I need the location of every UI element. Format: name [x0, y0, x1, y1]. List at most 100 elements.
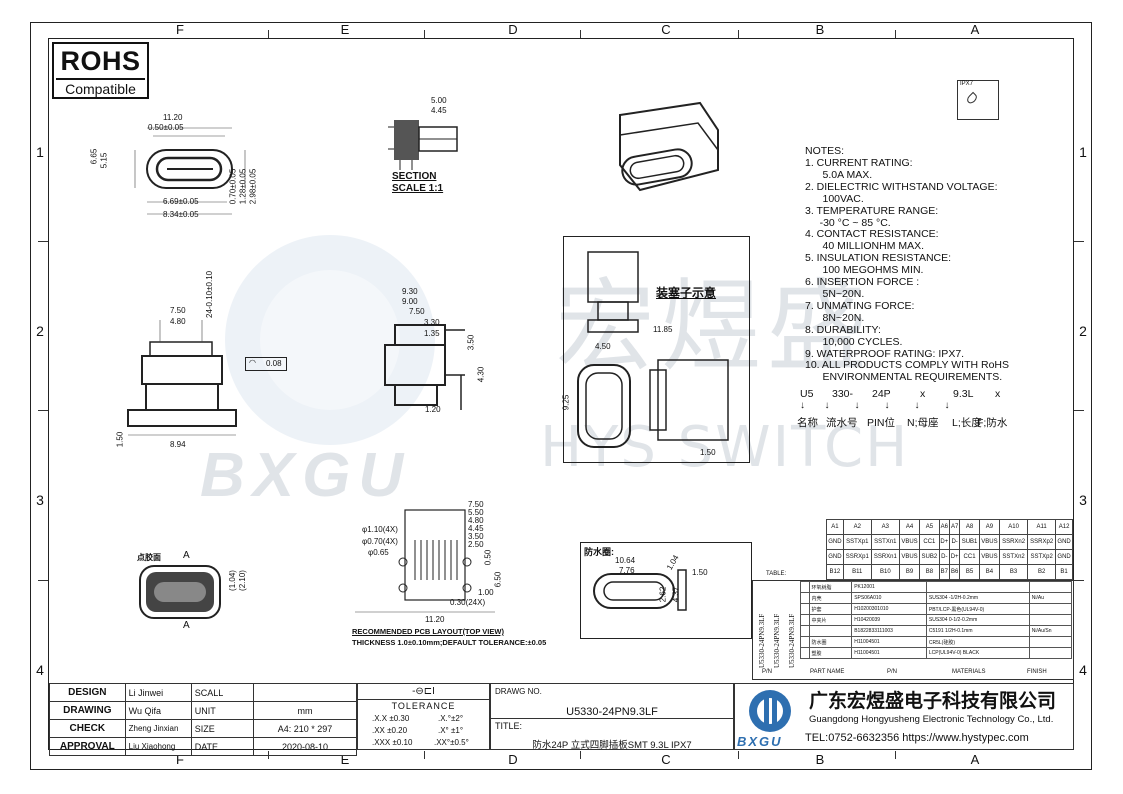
- zone-col-label: B: [815, 22, 825, 37]
- waterproof-ring-drawing: [593, 569, 687, 611]
- dim-label: 0.70±0.05: [228, 168, 238, 205]
- dim-label: 3.30: [424, 318, 440, 327]
- table-cell: B2: [1027, 564, 1057, 580]
- table-cell: SSRXp2: [1027, 534, 1057, 550]
- note-line: 9. WATERPROOF RATING: IPX7.: [805, 347, 965, 360]
- pcb-label: RECOMMENDED PCB LAYOUT(TOP VIEW): [352, 627, 504, 636]
- size-label: SIZE: [190, 719, 255, 738]
- drawing-name: Wu Qifa: [124, 701, 192, 720]
- notes-heading: NOTES:: [805, 145, 845, 157]
- dim-label: 3.50: [468, 532, 484, 541]
- dim-label: 3.50: [466, 334, 476, 351]
- table-cell: B5: [959, 564, 980, 580]
- note-line: 2. DIELECTRIC WITHSTAND VOLTAGE:: [805, 180, 998, 193]
- table-cell: [800, 614, 810, 626]
- table-cell: [800, 625, 810, 637]
- dim-label: 7.50: [170, 306, 186, 315]
- dim-label: 7.50: [468, 500, 484, 509]
- ipx-icon: IPX7: [957, 80, 999, 120]
- table-cell: [925, 581, 1030, 593]
- table-cell: GND: [826, 549, 844, 565]
- table-cell: B4: [978, 564, 1001, 580]
- drawing-no: U5330-24PN9.3LF: [566, 706, 658, 718]
- dim-label: 8.34±0.05: [163, 210, 199, 219]
- bom-side-label: U5330-24PN9.3LF: [758, 613, 766, 668]
- tolerance-value: .XX°±0.5°: [434, 738, 469, 747]
- section-mark: A: [183, 620, 190, 631]
- date-label: DATE: [190, 737, 255, 756]
- zone-col-label: E: [340, 752, 350, 767]
- table-cell: SPS06A010: [851, 592, 927, 604]
- table-cell: SSRXn2: [999, 534, 1029, 550]
- approval-label: APPROVAL: [49, 737, 126, 756]
- date-value: 2020-08-10: [253, 737, 357, 756]
- tolerance-value: .X.X ±0.30: [372, 714, 410, 723]
- table-cell: B6: [948, 564, 961, 580]
- table-cell: [1028, 647, 1073, 659]
- table-cell: D-: [948, 534, 961, 550]
- top-view-drawing: [134, 127, 246, 215]
- table-cell: B12: [826, 564, 844, 580]
- dim-label: 4.80: [468, 516, 484, 525]
- dim-label: 4.45: [468, 524, 484, 533]
- table-cell: A5: [919, 519, 940, 535]
- company-contact: TEL:0752-6632356 https://www.hystypec.co…: [805, 732, 1029, 744]
- table-cell: B3: [999, 564, 1029, 580]
- note-line: -30 °C ~ 85 °C.: [805, 216, 891, 229]
- table-cell: SUS304 0-1/2-0.2mm: [925, 614, 1030, 626]
- dim-label: 24-0.10±0.10: [205, 270, 214, 318]
- table-cell: Ni/Au: [1028, 592, 1073, 604]
- table-cell: A11: [1027, 519, 1057, 535]
- dim-label: 1.50: [700, 448, 716, 457]
- plug-illustration-box: [563, 236, 750, 463]
- dim-label: (2.10): [237, 570, 247, 591]
- table-cell: 防水圈: [808, 636, 853, 648]
- table-cell: SSRXp1: [842, 549, 872, 565]
- bom-footer-cell: FINISH: [1027, 669, 1047, 675]
- bom-side-label: U5330-24PN9.3LF: [773, 613, 781, 668]
- zone-col-label: C: [661, 22, 671, 37]
- zone-row-label: 2: [1079, 323, 1087, 339]
- table-cell: H10420039: [851, 614, 927, 626]
- dim-label: 5.00: [431, 96, 447, 105]
- company-logo-text: BXGU: [737, 734, 783, 749]
- pcb-thickness: THICKNESS 1.0±0.10mm;DEFAULT TOLERANCE:±…: [352, 638, 547, 647]
- side-view-drawing: [384, 324, 465, 410]
- table-cell: C5191 1/2H-0.1mm: [925, 625, 1030, 637]
- table-cell: A9: [978, 519, 1001, 535]
- rohs-badge: ROHS Compatible: [52, 42, 149, 99]
- dim-label: 11.85: [653, 325, 673, 334]
- dim-label: φ0.70(4X): [362, 537, 398, 546]
- check-name: Zheng Jinxian: [124, 719, 192, 738]
- gasket-label: 点胶面: [137, 553, 161, 562]
- table-cell: LCP(UL94V-0) BLACK: [925, 647, 1030, 659]
- code-meaning-item: 名称: [797, 417, 818, 429]
- dim-label: 4.80: [170, 317, 186, 326]
- waterproof-label: 防水圈:: [584, 547, 614, 557]
- watermark-logo-icon: [225, 235, 435, 445]
- flatness-symbol: ◠ 0.08: [245, 357, 287, 371]
- zone-col-label: C: [661, 752, 671, 767]
- projection-icon: -⊖⊏I: [412, 686, 435, 697]
- table-cell: B1822833111003: [851, 625, 927, 637]
- zone-row-label: 3: [36, 492, 44, 508]
- table-cell: A8: [959, 519, 980, 535]
- bom-frame: [752, 580, 1074, 680]
- dim-label: 4.45: [431, 106, 447, 115]
- zone-row-label: 4: [1079, 662, 1087, 678]
- zone-row-label: 1: [36, 144, 44, 160]
- ipx-label: IPX7: [960, 81, 974, 87]
- dim-label: 4.50: [595, 342, 611, 351]
- table-cell: SSTXp1: [842, 534, 872, 550]
- dim-label: 7.50: [409, 307, 425, 316]
- drawing-number-box: DRAWG NO. U5330-24PN9.3LF TITLE: 防水24P 立…: [490, 683, 734, 751]
- table-cell: SSTXn2: [999, 549, 1029, 565]
- table-cell: CC1: [959, 549, 980, 565]
- bom-side-labels: U5330-24PN9.3LF U5330-24PN9.3LF U5330-24…: [754, 584, 796, 676]
- table-cell: SUB1: [959, 534, 980, 550]
